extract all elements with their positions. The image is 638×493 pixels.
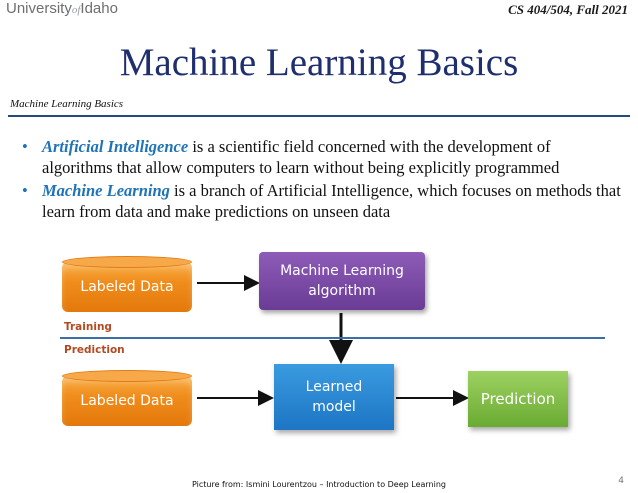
training-data-label: Labeled Data — [80, 279, 174, 295]
bullet-text: is a scientific field concerned with the… — [42, 137, 560, 177]
prediction-output-box: Prediction — [468, 371, 568, 427]
bullet-list: • Artificial Intelligence is a scientifi… — [22, 136, 622, 224]
image-credit: Picture from: Ismini Lourentzou – Introd… — [192, 480, 446, 489]
prediction-output-label: Prediction — [480, 390, 556, 408]
test-data-label: Labeled Data — [80, 393, 174, 409]
bullet-text: is a branch of Artificial Intelligence, … — [42, 181, 621, 221]
ml-algorithm-box: Machine Learning algorithm — [259, 252, 425, 310]
logo-of-text: of — [71, 4, 81, 16]
ml-algorithm-label: Machine Learning algorithm — [280, 263, 404, 299]
page-number: 4 — [618, 476, 624, 486]
course-label: CS 404/504, Fall 2021 — [508, 2, 628, 17]
bullet-term: Machine Learning — [42, 181, 170, 200]
learned-model-box: Learned model — [274, 364, 394, 430]
university-logo: UniversityofIdaho — [6, 0, 118, 17]
bullet-ml: • Machine Learning is a branch of Artifi… — [22, 180, 622, 222]
test-labeled-data-cylinder: Labeled Data — [62, 370, 192, 426]
prediction-phase-label: Prediction — [64, 344, 125, 356]
learned-model-label: Learned model — [305, 379, 363, 415]
cylinder-top-icon — [62, 256, 192, 268]
training-labeled-data-cylinder: Labeled Data — [62, 256, 192, 312]
logo-idaho-text: Idaho — [80, 0, 118, 17]
title-divider — [8, 115, 630, 117]
slide-subtitle: Machine Learning Basics — [10, 98, 124, 110]
training-phase-label: Training — [64, 321, 112, 333]
phase-divider — [60, 337, 605, 339]
slide-title: Machine Learning Basics — [119, 41, 519, 84]
bullet-term: Artificial Intelligence — [42, 137, 189, 156]
bullet-dot-icon: • — [22, 181, 28, 200]
cylinder-top-icon — [62, 370, 192, 382]
bullet-dot-icon: • — [22, 137, 28, 156]
logo-university-text: University — [6, 0, 72, 17]
bullet-ai: • Artificial Intelligence is a scientifi… — [22, 136, 622, 178]
